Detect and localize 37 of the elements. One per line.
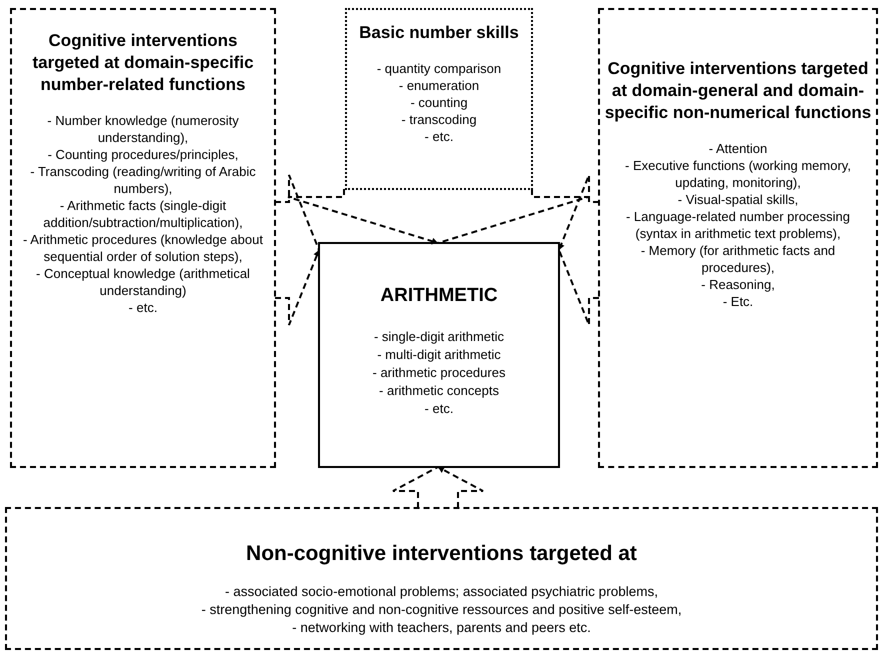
list-item: - etc. bbox=[128, 299, 158, 316]
list-item: - multi-digit arithmetic bbox=[377, 346, 501, 364]
list-item: - arithmetic concepts bbox=[379, 382, 499, 400]
box-heading: Non-cognitive interventions targeted at bbox=[246, 541, 637, 567]
list-item: - associated socio-emotional problems; associated psychiatric problems, bbox=[225, 583, 658, 601]
list-item: - Number knowledge (numerosity understanding), bbox=[46, 112, 240, 146]
list-item: - Memory (for arithmetic facts and procedures), bbox=[640, 242, 836, 276]
list-item: - Arithmetic procedures (knowledge about sequential order of solution steps), bbox=[22, 231, 264, 265]
dashed-box bbox=[598, 8, 878, 468]
process-box bbox=[318, 242, 560, 468]
dashed-box bbox=[10, 8, 276, 468]
list-item: - Conceptual knowledge (arithmetical understanding) bbox=[35, 265, 251, 299]
box-heading: ARITHMETIC bbox=[380, 284, 498, 308]
list-item: - counting bbox=[410, 94, 468, 111]
dashed-box bbox=[5, 507, 878, 650]
list-item: - quantity comparison bbox=[376, 60, 502, 77]
list-item: - single-digit arithmetic bbox=[374, 328, 504, 346]
list-item: - Transcoding (reading/writing of Arabic numbers), bbox=[29, 163, 257, 197]
list-item: - strengthening cognitive and non-cognitive ressources and positive self-esteem, bbox=[201, 601, 682, 619]
box-heading: Cognitive interventions targeted at domain-general and domain-specific non-numerical functions bbox=[604, 58, 872, 124]
box-heading: Cognitive interventions targeted at domain-specific number-related functions bbox=[31, 30, 255, 96]
list-item: - networking with teachers, parents and peers etc. bbox=[292, 619, 591, 637]
box-heading: Basic number skills bbox=[358, 22, 520, 44]
list-item: - transcoding bbox=[401, 111, 477, 128]
dotted-box bbox=[345, 8, 533, 190]
list-item: - Reasoning, bbox=[700, 276, 776, 293]
list-item: - Etc. bbox=[722, 293, 754, 310]
list-item: - enumeration bbox=[398, 77, 480, 94]
list-item: - Visual-spatial skills, bbox=[676, 191, 800, 208]
list-item: - etc. bbox=[424, 400, 454, 418]
list-item: - Arithmetic facts (single-digit addition/subtraction/multiplication), bbox=[42, 197, 244, 231]
list-item: - Attention bbox=[708, 140, 768, 157]
list-item: - arithmetic procedures bbox=[372, 364, 506, 382]
list-item: - Counting procedures/principles, bbox=[46, 146, 240, 163]
list-item: - Executive functions (working memory, updating, monitoring), bbox=[624, 157, 852, 191]
list-item: - etc. bbox=[424, 128, 454, 145]
list-item: - Language-related number processing (syntax in arithmetic text problems), bbox=[624, 208, 852, 242]
